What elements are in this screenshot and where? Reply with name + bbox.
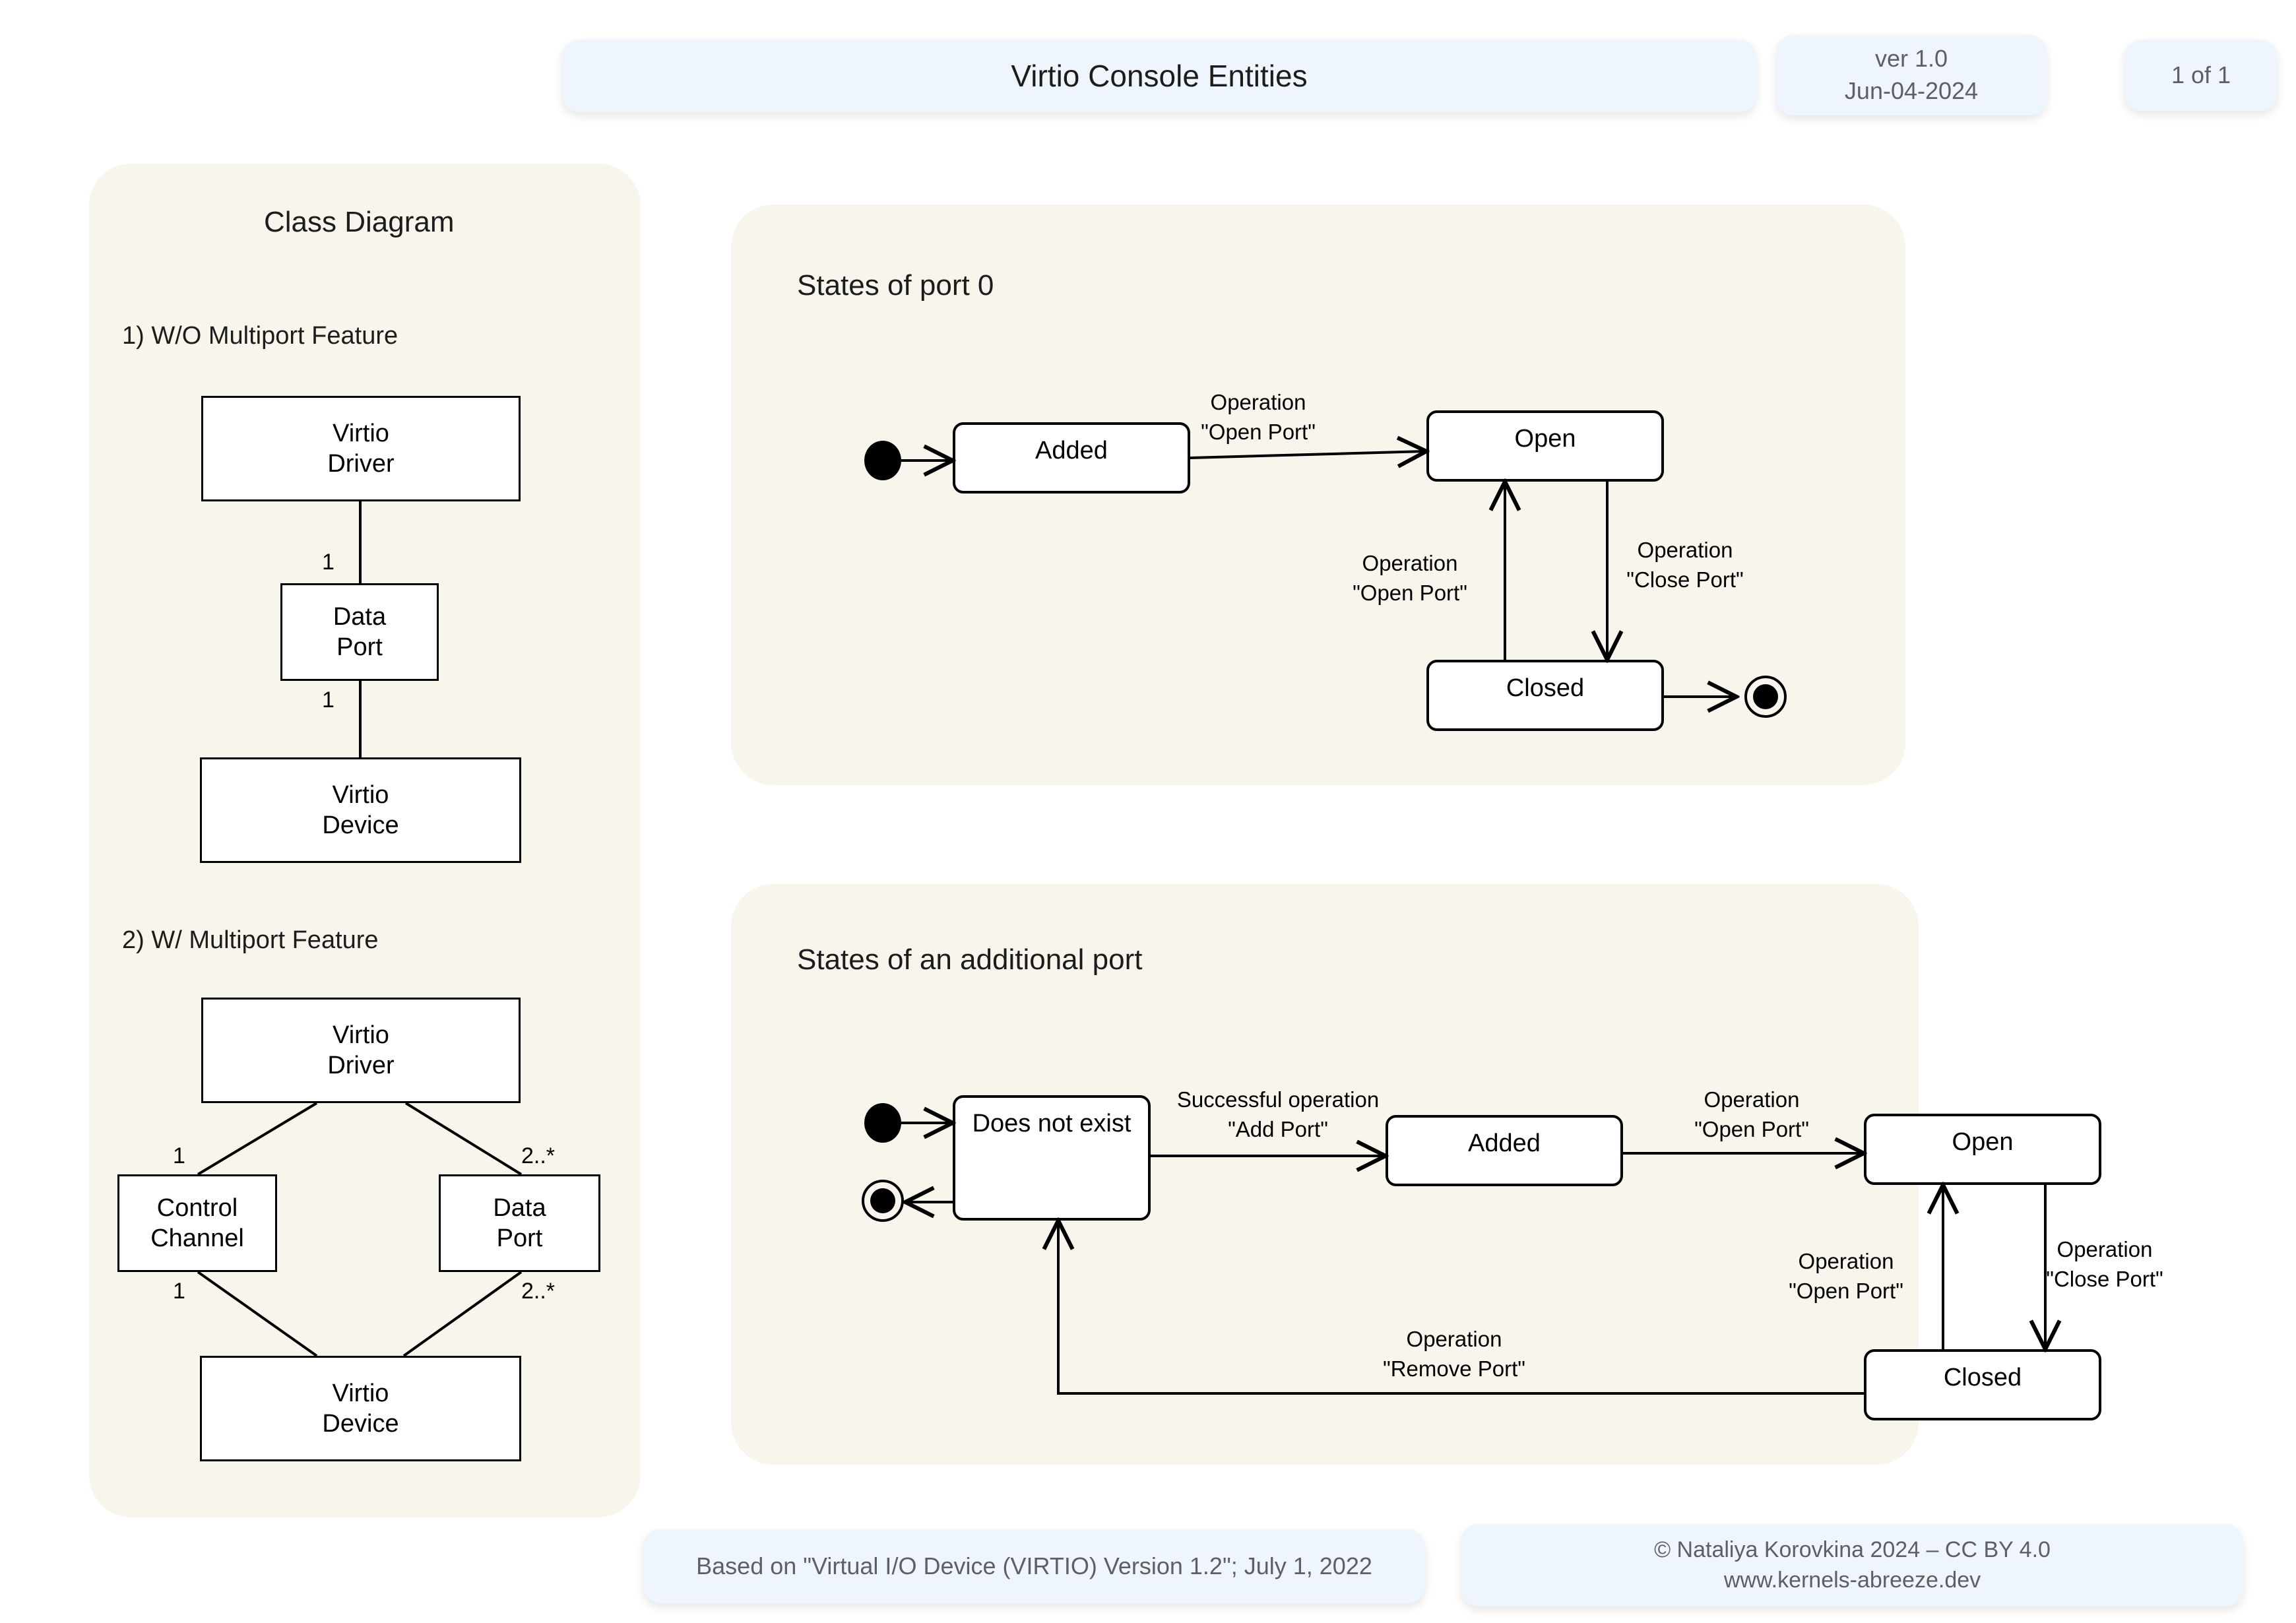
state-added-additional: Added [1386,1115,1623,1186]
edge-label-line-1: Operation [1637,538,1733,562]
edge-label-line-2: "Open Port" [1694,1116,1809,1141]
version-date: Jun-04-2024 [1844,77,1979,104]
edge-label-line-1: Operation [1798,1249,1894,1273]
edge-label-line-2: "Open Port" [1789,1278,1903,1303]
transition-label-open-port-ap-2: Operation "Open Port" [1789,1247,1903,1306]
state-closed-additional: Closed [1864,1349,2101,1420]
states-port0-title: States of port 0 [797,269,994,302]
version-badge: ver 1.0 Jun-04-2024 [1776,35,2047,115]
transition-label-remove-port: Operation "Remove Port" [1383,1325,1525,1384]
transition-label-close-port-ap: Operation "Close Port" [2046,1235,2163,1294]
state-open-port0: Open [1426,410,1664,482]
box-line-2: Port [336,633,383,661]
box-line-2: Driver [327,450,395,478]
transition-label-open-port-p0-2: Operation "Open Port" [1353,549,1467,608]
box-line-2: Port [496,1225,543,1252]
copyright-badge: © Nataliya Korovkina 2024 – CC BY 4.0 ww… [1461,1524,2243,1607]
class-box-control-channel: Control Channel [117,1174,277,1272]
page-indicator-text: 1 of 1 [2171,61,2231,88]
source-text: Based on "Virtual I/O Device (VIRTIO) Ve… [696,1552,1372,1579]
multiplicity-2b: 2..* [521,1143,556,1168]
edge-label-line-1: Operation [1210,390,1306,414]
multiplicity-2a: 1 [173,1143,185,1168]
class-diagram-title: Class Diagram [264,206,455,238]
edge-label-line-1: Operation [1406,1327,1502,1351]
multiplicity-2d: 2..* [521,1279,556,1304]
box-line-1: Virtio [333,419,389,447]
box-line-1: Virtio [332,1379,389,1407]
class-box-data-port-2: Data Port [439,1174,600,1272]
edge-label-line-1: Successful operation [1176,1087,1380,1112]
transition-label-open-port-p0-1: Operation "Open Port" [1201,388,1316,447]
edge-label-line-2: "Open Port" [1201,419,1316,444]
transition-label-add-port: Successful operation "Add Port" [1177,1085,1379,1144]
box-line-1: Data [333,602,387,631]
class-box-data-port-1: Data Port [280,583,439,681]
box-line-2: Device [322,812,399,839]
page-indicator: 1 of 1 [2124,40,2278,111]
edge-label-line-2: "Add Port" [1228,1116,1328,1141]
multiplicity-2c: 1 [173,1279,185,1304]
page-title-text: Virtio Console Entities [1011,58,1308,93]
box-line-1: Virtio [332,780,389,809]
multiplicity-1b: 1 [322,687,335,713]
box-line-2: Channel [150,1225,244,1252]
box-line-1: Control [156,1193,238,1222]
class-diagram-section1-label: 1) W/O Multiport Feature [122,322,399,350]
copyright-text: © Nataliya Korovkina 2024 – CC BY 4.0 [1654,1537,2051,1562]
website-text: www.kernels-abreeze.dev [1723,1567,1981,1593]
page-title: Virtio Console Entities [562,40,1756,112]
edge-label-line-2: "Close Port" [1626,567,1744,592]
edge-label-line-1: Operation [2057,1237,2153,1261]
transition-label-close-port-p0: Operation "Close Port" [1626,536,1744,594]
edge-label-line-2: "Open Port" [1353,580,1467,605]
class-box-virtio-device-2: Virtio Device [200,1356,521,1461]
class-box-virtio-driver-1: Virtio Driver [201,396,521,501]
state-added-port0: Added [953,422,1190,493]
states-additional-title: States of an additional port [797,943,1143,976]
edge-label-line-1: Operation [1704,1087,1800,1112]
state-does-not-exist: Does not exist [953,1095,1151,1221]
version-number: ver 1.0 [1874,45,1948,73]
multiplicity-1a: 1 [322,550,335,575]
box-line-2: Driver [327,1052,395,1079]
class-box-virtio-driver-2: Virtio Driver [201,998,521,1103]
box-line-2: Device [322,1410,399,1438]
box-line-1: Virtio [333,1021,389,1049]
class-diagram-section2-label: 2) W/ Multiport Feature [122,926,379,954]
state-closed-port0: Closed [1426,660,1664,731]
edge-label-line-2: "Remove Port" [1383,1356,1525,1381]
box-line-1: Data [493,1193,546,1222]
state-open-additional: Open [1864,1114,2101,1185]
edge-label-line-1: Operation [1362,551,1458,575]
transition-label-open-port-ap-1: Operation "Open Port" [1694,1085,1809,1144]
edge-label-line-2: "Close Port" [2046,1266,2163,1291]
class-box-virtio-device-1: Virtio Device [200,757,521,863]
source-badge: Based on "Virtual I/O Device (VIRTIO) Ve… [643,1529,1425,1603]
